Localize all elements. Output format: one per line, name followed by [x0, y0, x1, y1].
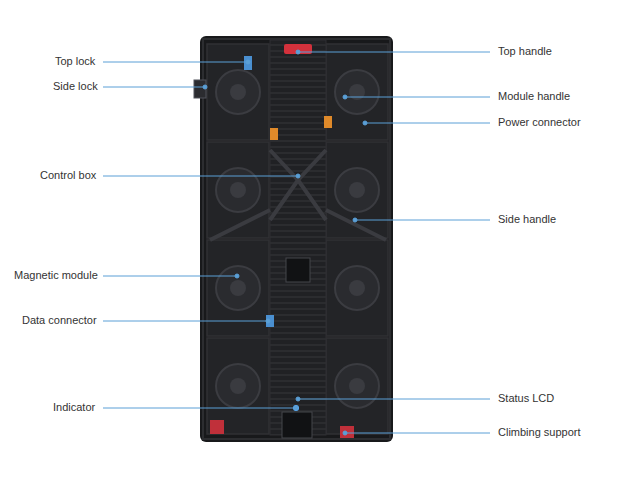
- power-plug: [270, 128, 278, 140]
- part-label: Module handle: [498, 89, 570, 103]
- indicator-led: [293, 405, 299, 411]
- spine-ribs: [270, 150, 326, 220]
- power-plug: [324, 116, 332, 128]
- part-label: Indicator: [53, 400, 95, 414]
- part-label: Climbing support: [498, 425, 581, 439]
- part-label: Power connector: [498, 115, 581, 129]
- side-lock: [194, 80, 206, 98]
- data-connector: [266, 315, 274, 327]
- side-handles: [210, 210, 386, 240]
- climbing-support: [340, 426, 354, 438]
- part-label: Side handle: [498, 212, 556, 226]
- part-label: Top handle: [498, 44, 552, 58]
- top-lock: [244, 56, 252, 70]
- part-label: Status LCD: [498, 391, 554, 405]
- control-box: [270, 40, 326, 435]
- part-label: Control box: [40, 168, 96, 182]
- cabinet-frame: [203, 39, 390, 439]
- leader-lines: [103, 50, 490, 435]
- climbing-support: [210, 420, 224, 434]
- part-label: Side lock: [53, 79, 98, 93]
- lcd-housing: [282, 412, 312, 438]
- status-window: [286, 258, 310, 282]
- part-label: Top lock: [55, 54, 95, 68]
- part-label: Magnetic module: [14, 268, 98, 282]
- part-label: Data connector: [22, 313, 97, 327]
